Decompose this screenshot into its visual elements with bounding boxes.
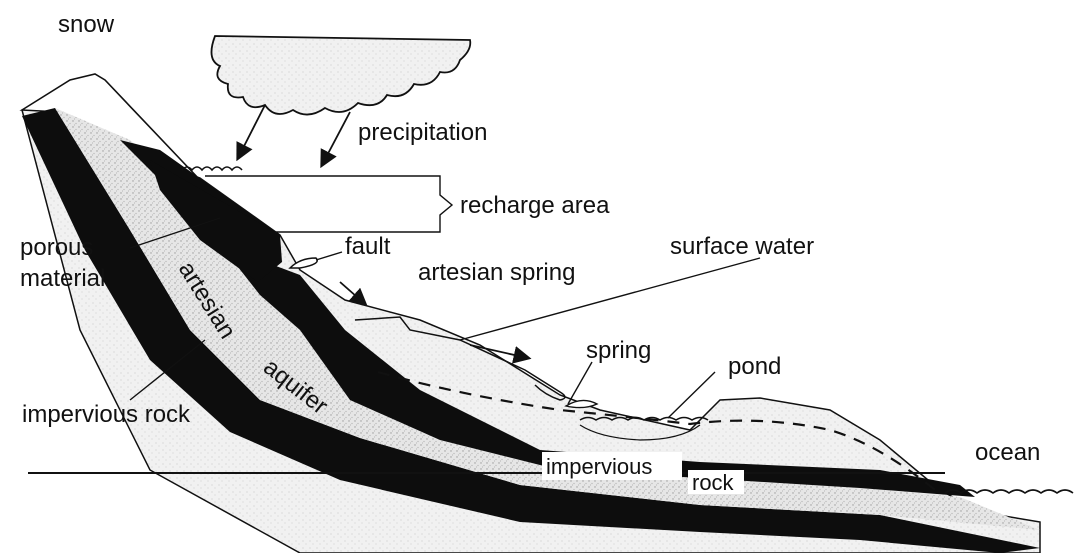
label-artesian-spring: artesian spring: [418, 259, 575, 286]
label-spring: spring: [586, 337, 651, 364]
label-material: material: [20, 265, 105, 292]
precipitation-arrow-left: [238, 105, 265, 158]
label-snow: snow: [58, 11, 115, 38]
recharge-surface-pebbles: [182, 167, 242, 170]
fault-leader: [316, 252, 342, 260]
label-rock: rock: [692, 470, 735, 495]
label-pond: pond: [728, 353, 781, 380]
label-ocean: ocean: [975, 439, 1040, 466]
label-surface-water: surface water: [670, 233, 814, 260]
label-recharge-area: recharge area: [460, 192, 610, 219]
label-porous: porous: [20, 234, 93, 261]
cloud-icon: [211, 36, 470, 115]
label-impervious-rock-left: impervious rock: [22, 401, 191, 428]
label-precipitation: precipitation: [358, 119, 487, 146]
label-impervious: impervious: [546, 454, 652, 479]
label-fault: fault: [345, 233, 391, 260]
spring-leader: [568, 362, 592, 404]
precipitation-arrow-right: [322, 112, 350, 165]
